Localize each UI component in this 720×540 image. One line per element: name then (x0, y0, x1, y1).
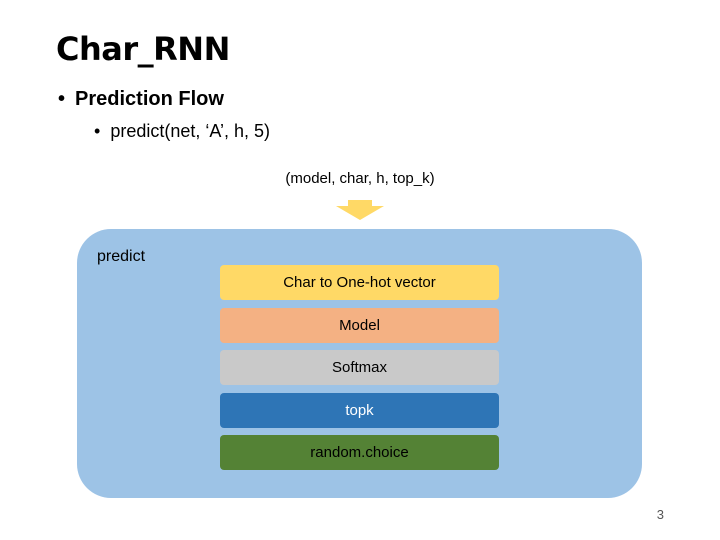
slide-title: Char_RNN (56, 30, 230, 68)
layer-char-to-onehot: Char to One-hot vector (220, 265, 499, 300)
bullet-dot-icon: • (94, 121, 101, 141)
page-number: 3 (656, 507, 664, 522)
layer-label: Char to One-hot vector (283, 274, 436, 291)
bullet-predict-call: • predict(net, ‘A’, h, 5) (94, 121, 270, 142)
bullet-prediction-flow: • Prediction Flow (58, 88, 224, 111)
bullet-text: Prediction Flow (75, 88, 224, 110)
layer-label: Model (339, 317, 380, 334)
layer-label: random.choice (310, 444, 409, 461)
bullet-dot-icon: • (58, 88, 66, 110)
layer-model: Model (220, 308, 499, 343)
layer-softmax: Softmax (220, 350, 499, 385)
predict-container-label: predict (97, 248, 146, 265)
layer-topk: topk (220, 393, 499, 428)
bullet-text: predict(net, ‘A’, h, 5) (110, 121, 271, 141)
layer-random-choice: random.choice (220, 435, 499, 470)
down-arrow-icon (336, 200, 384, 220)
layer-label: topk (345, 402, 374, 419)
input-parameters-label: (model, char, h, top_k) (285, 170, 435, 187)
layer-label: Softmax (331, 359, 388, 376)
